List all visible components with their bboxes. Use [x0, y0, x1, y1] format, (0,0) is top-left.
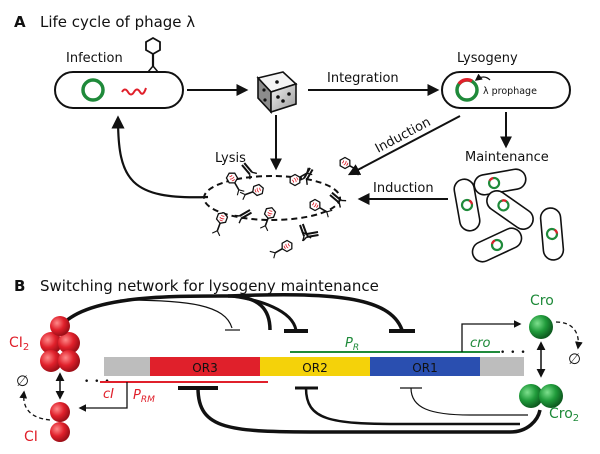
- lysogeny-label: Lysogeny: [457, 51, 518, 66]
- ci-transcription-arrow: [78, 382, 128, 412]
- cro-degradation-symbol: ∅: [568, 350, 581, 368]
- panel-a-letter: A: [14, 13, 26, 31]
- lysis-label: Lysis: [215, 151, 246, 166]
- cro-transcription-arrow: [461, 320, 522, 352]
- induction-lower-label: Induction: [373, 181, 434, 196]
- cro2-dimer-icon: [519, 384, 563, 408]
- or1-site: [370, 357, 480, 376]
- ci-gene-label: cI: [103, 387, 114, 402]
- or1-label: OR1: [412, 361, 437, 375]
- cro-monomer-icon: [529, 315, 553, 339]
- infection-label: Infection: [66, 51, 123, 66]
- maintenance-label: Maintenance: [465, 150, 549, 165]
- ci-degradation-arrow: [19, 390, 51, 421]
- or3-label: OR3: [192, 361, 217, 375]
- ci-label: CI: [24, 429, 38, 445]
- ci2-feedback-arc-top: [56, 294, 272, 332]
- pr-label: PR: [345, 336, 359, 353]
- cro-degradation-arrow: [555, 321, 583, 350]
- dice-icon: [256, 71, 298, 115]
- dna-ellipsis-right: • • •: [500, 348, 527, 358]
- prm-label: PRM: [133, 388, 155, 405]
- progeny-phages-icon: [210, 155, 364, 260]
- arrow-induction-upper: [347, 115, 461, 176]
- or2-site: [260, 357, 370, 376]
- arrow-lysis-to-infection: [111, 115, 209, 199]
- dividing-lysogens-icon: [453, 168, 565, 263]
- panel-b-title: Switching network for lysogeny maintenan…: [40, 277, 379, 295]
- ci2-arc-or2: [231, 294, 298, 331]
- ci2-tetramer-icon: [40, 316, 80, 372]
- prophage-segment-icon: [457, 78, 473, 86]
- panel-a-title: Life cycle of phage λ: [40, 13, 195, 31]
- infecting-phage-icon: [145, 36, 161, 73]
- ci2-label: CI2: [9, 335, 29, 353]
- integration-label: Integration: [327, 71, 399, 86]
- ci-dimer-icon: [50, 402, 70, 442]
- cro-gene-label: cro: [470, 336, 490, 351]
- ci-degradation-symbol: ∅: [16, 372, 29, 390]
- cro2-label: Cro2: [549, 406, 579, 424]
- panel-b-letter: B: [14, 277, 25, 295]
- bacterial-chromosome-icon: [81, 78, 105, 102]
- or2-label: OR2: [302, 361, 327, 375]
- dna-ellipsis-left: • • •: [84, 377, 111, 387]
- cro2-feedback-arc-or1: [410, 387, 528, 416]
- prophage-label: λ prophage: [483, 86, 537, 97]
- cro-protein-label: Cro: [530, 293, 554, 309]
- phage-dna-icon: [121, 87, 147, 96]
- cro2-feedback-arc-or2: [304, 387, 520, 426]
- prophage-pointer: [474, 73, 491, 81]
- infection-cell: [54, 71, 184, 109]
- ci2-feedback-arc-or1: [227, 292, 404, 331]
- ci2-weak-arc-or3: [119, 299, 233, 329]
- cro2-feedback-arc-or3: [196, 387, 542, 434]
- or3-site: [150, 357, 260, 376]
